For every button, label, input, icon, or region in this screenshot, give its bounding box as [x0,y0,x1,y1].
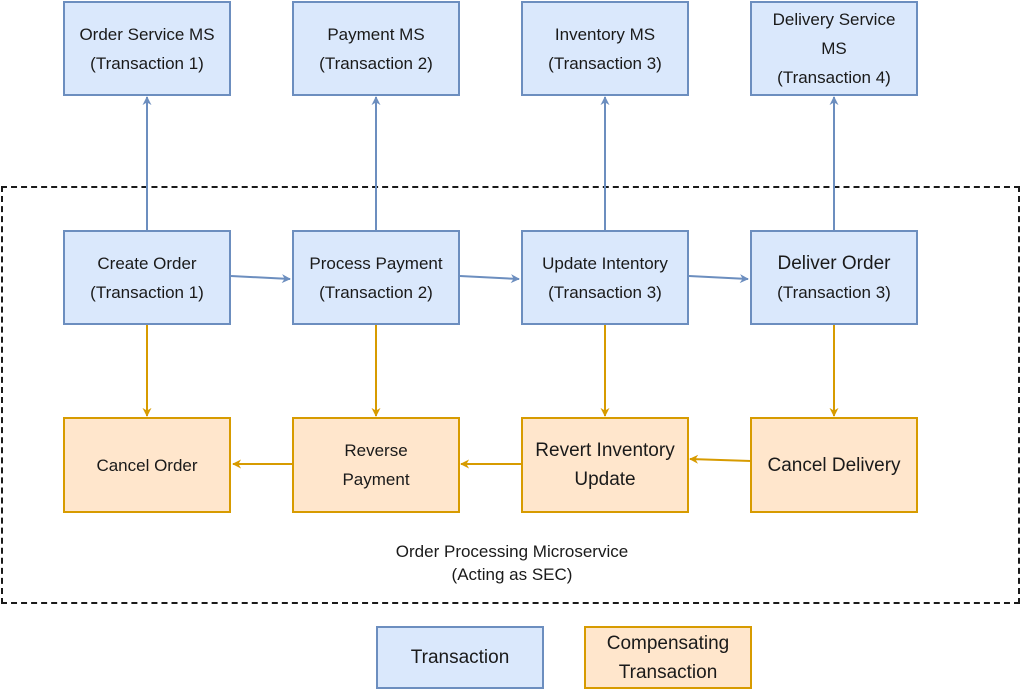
box-line: (Transaction 2) [319,282,433,302]
box-line: Inventory MS [554,24,656,44]
legend-transaction: Transaction [376,626,544,689]
box-line: Cancel Delivery [767,454,901,476]
box-line: Update [574,469,636,490]
arrow-cancel-delivery-to-revert [689,454,752,464]
arrow-payment-to-inventory [459,274,520,284]
box-line: Create Order [97,253,197,273]
payment-ms-box: Payment MS (Transaction 2) [292,1,460,96]
box-line: (Transaction 3) [548,53,662,73]
box-line: MS [821,39,847,58]
legend-label: Transaction [410,647,510,668]
process-payment-box: Process Payment (Transaction 2) [292,230,460,325]
cancel-delivery-box: Cancel Delivery [750,417,918,513]
update-inventory-box: Update Intentory (Transaction 3) [521,230,689,325]
inventory-ms-box: Inventory MS (Transaction 3) [521,1,689,96]
legend-label: Compensating [606,632,730,654]
box-line: Payment [342,470,410,489]
order-processing-boundary [1,186,1020,604]
box-line: Update Intentory [542,253,668,273]
box-line: (Transaction 2) [319,53,433,73]
create-order-box: Create Order (Transaction 1) [63,230,231,325]
box-line: (Transaction 1) [90,53,204,73]
box-line: Cancel Order [96,455,198,475]
boundary-label: Order Processing Microservice (Acting as… [0,540,1024,586]
box-line: Order Service MS [79,24,215,44]
arrow-inventory-to-deliver [688,274,749,284]
boundary-label-line: Order Processing Microservice [395,542,629,561]
box-line: (Transaction 1) [90,282,204,302]
order-service-ms-box: Order Service MS (Transaction 1) [63,1,231,96]
cancel-order-box: Cancel Order [63,417,231,513]
box-line: Delivery Service [772,10,896,29]
box-line: Reverse [344,441,408,460]
box-line: Payment MS [327,24,425,44]
box-line: Process Payment [309,253,443,273]
box-line: (Transaction 3) [777,282,891,302]
box-line: (Transaction 3) [548,282,662,302]
box-line: Deliver Order [777,252,891,274]
arrow-create-to-payment [230,274,291,284]
deliver-order-box: Deliver Order (Transaction 3) [750,230,918,325]
legend-label: Transaction [618,661,718,683]
boundary-label-line: (Acting as SEC) [451,565,573,584]
box-line: (Transaction 4) [777,68,891,87]
box-line: Revert Inventory [535,440,675,461]
